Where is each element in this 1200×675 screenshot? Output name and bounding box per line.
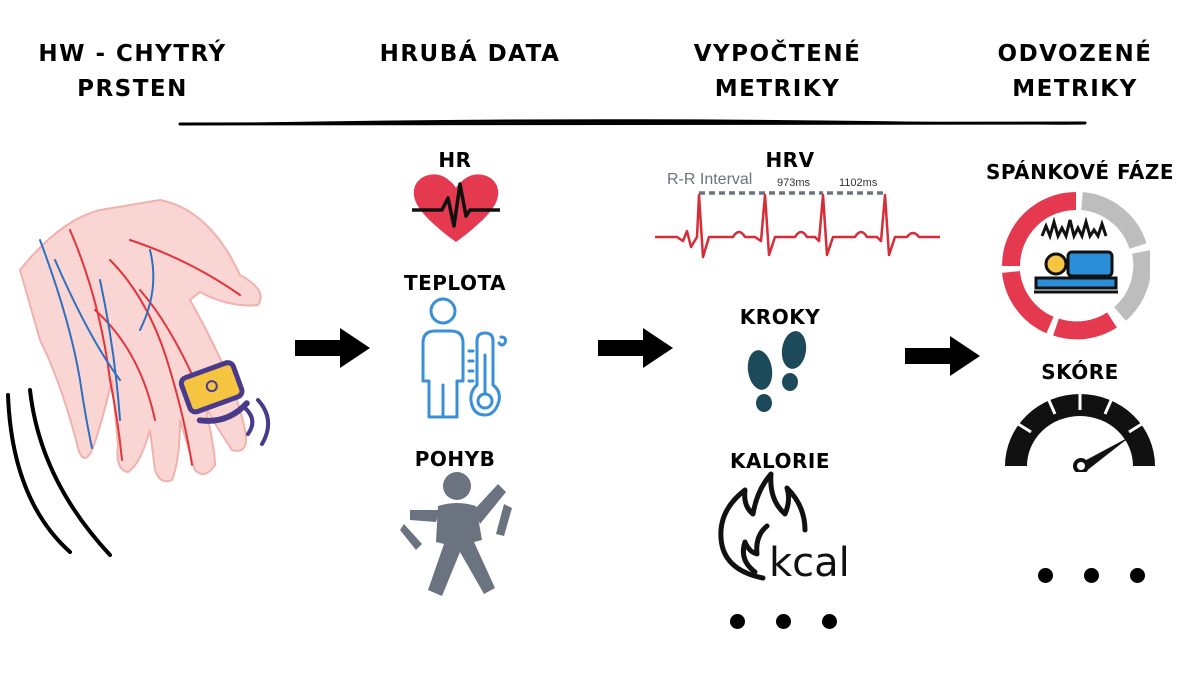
- sleep-phases-icon: [1002, 192, 1150, 340]
- derived-more-indicator: [1038, 568, 1145, 583]
- ellipsis-dot: [730, 614, 745, 629]
- derived-item-sleep-phases-label: SPÁNKOVÉ FÁZE: [985, 160, 1175, 184]
- flame-icon: kcal: [718, 471, 850, 585]
- ellipsis-dot: [822, 614, 837, 629]
- column-title-raw-data: HRUBÁ DATA: [360, 37, 580, 72]
- ellipsis-dot: [1084, 568, 1099, 583]
- raw-item-motion-label: POHYB: [414, 447, 496, 471]
- interval-2-text: 1102ms: [839, 177, 878, 189]
- column-title-derived-line2: METRIKY: [1012, 76, 1138, 102]
- column-title-derived: ODVOZENÉ METRIKY: [975, 37, 1175, 107]
- column-title-computed: VYPOČTENÉ METRIKY: [675, 37, 880, 107]
- derived-item-score-label: SKÓRE: [1041, 360, 1119, 384]
- arrow-right-icon: [905, 336, 980, 376]
- header-divider: [178, 119, 1087, 126]
- computed-item-calories-label: KALORIE: [729, 449, 830, 473]
- footprints-icon: [747, 331, 807, 412]
- hand-with-ring-icon: [6, 198, 270, 557]
- computed-item-hrv-label: HRV: [765, 148, 815, 172]
- column-title-derived-line1: ODVOZENÉ: [997, 41, 1153, 67]
- ellipsis-dot: [1130, 568, 1145, 583]
- person-thermometer-icon: [421, 297, 507, 419]
- arrow-right-icon: [598, 328, 673, 368]
- column-title-raw-data-text: HRUBÁ DATA: [379, 41, 561, 67]
- raw-item-hr-label: HR: [438, 148, 472, 172]
- ellipsis-dot: [1038, 568, 1053, 583]
- column-title-computed-line2: METRIKY: [714, 76, 841, 102]
- heart-rate-icon: [412, 174, 500, 242]
- ecg-wave-icon: R-R Interval 973ms 1102ms: [655, 171, 940, 259]
- raw-item-temperature-label: TEPLOTA: [403, 271, 507, 295]
- speedometer-icon: [1005, 392, 1155, 472]
- computed-item-steps-label: KROKY: [739, 305, 821, 329]
- rr-interval-text: R-R Interval: [667, 171, 752, 188]
- moving-person-icon: [400, 472, 512, 596]
- column-title-hardware: HW - CHYTRÝ PRSTEN: [30, 37, 235, 107]
- computed-more-indicator: [730, 614, 837, 629]
- column-title-computed-line1: VYPOČTENÉ: [693, 41, 862, 67]
- arrow-right-icon: [295, 328, 370, 368]
- kcal-text: kcal: [769, 540, 850, 585]
- ellipsis-dot: [776, 614, 791, 629]
- interval-1-text: 973ms: [777, 177, 811, 189]
- column-title-hardware-line2: PRSTEN: [77, 76, 188, 102]
- column-title-hardware-line1: HW - CHYTRÝ: [38, 41, 227, 67]
